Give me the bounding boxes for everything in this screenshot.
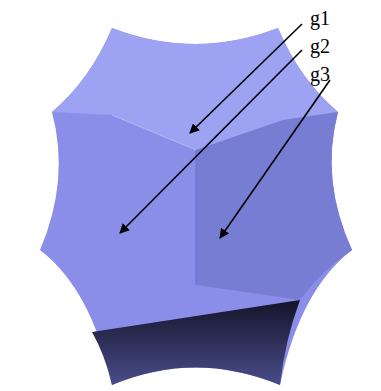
leader-arrow bbox=[220, 80, 330, 238]
face-label: g2 bbox=[310, 36, 330, 56]
leader-arrow bbox=[120, 50, 302, 233]
leader-arrow bbox=[190, 24, 302, 133]
bottom-face bbox=[92, 300, 300, 385]
right-face bbox=[196, 112, 352, 300]
face-label: g3 bbox=[310, 64, 330, 84]
edge-line bbox=[196, 150, 197, 285]
face-label: g1 bbox=[310, 8, 330, 28]
left-face bbox=[40, 28, 352, 385]
edge-line bbox=[112, 115, 196, 150]
